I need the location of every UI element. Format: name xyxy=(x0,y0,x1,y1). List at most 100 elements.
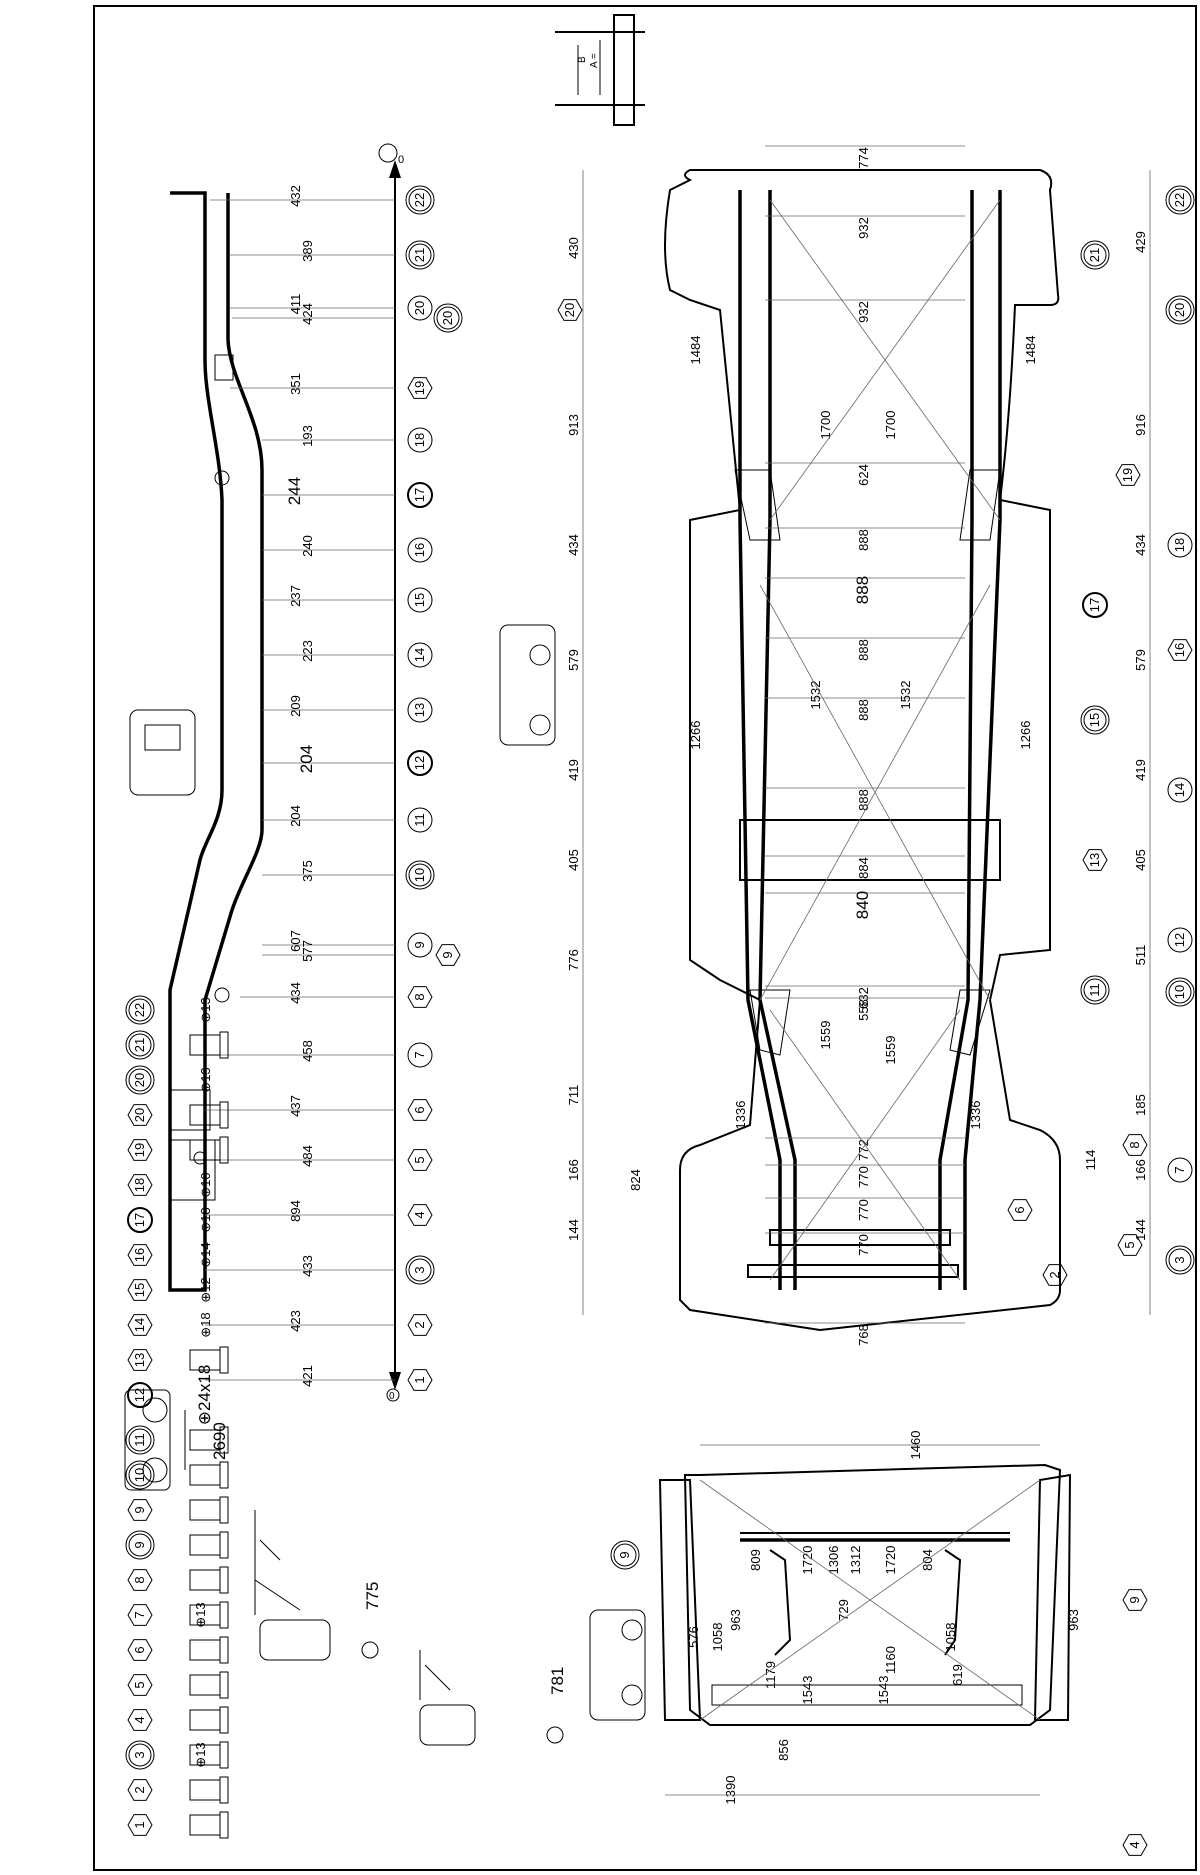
point-label: 16 xyxy=(132,1248,147,1262)
point-circle xyxy=(1167,927,1193,953)
point-ring xyxy=(1080,240,1110,270)
point-circle xyxy=(1167,1157,1193,1183)
side-point-marker: 12 xyxy=(407,750,433,776)
bolt-icon xyxy=(189,1741,229,1769)
top-point-marker: 14 xyxy=(1167,777,1193,803)
legend-point: 7 xyxy=(127,1604,153,1626)
point-label: 18 xyxy=(132,1178,147,1192)
side-point-marker: 15 xyxy=(407,587,433,613)
point-ring xyxy=(125,1460,155,1490)
axis-arrow-top xyxy=(389,160,401,178)
point-hex xyxy=(1082,849,1108,871)
width-value: 932 xyxy=(856,301,871,323)
legend-point: 9 xyxy=(125,1530,155,1560)
point-circle xyxy=(128,1463,152,1487)
side-point-marker: 20 xyxy=(407,295,433,321)
bolt-icon xyxy=(189,1601,229,1629)
car-rear-icon xyxy=(499,624,556,746)
point-label: 17 xyxy=(1087,598,1102,612)
bolt-head xyxy=(219,1566,229,1594)
point-circle xyxy=(408,863,432,887)
point-label: 14 xyxy=(132,1318,147,1332)
diagonal-value: 1484 xyxy=(688,336,703,365)
width-value: 888 xyxy=(856,699,871,721)
side-point-marker: 14 xyxy=(407,642,433,668)
point-label: 9 xyxy=(440,951,455,958)
car-front xyxy=(129,709,196,796)
point-circle xyxy=(1083,243,1107,267)
point-ring xyxy=(1165,977,1195,1007)
legend-point: 6 xyxy=(127,1639,153,1661)
point-circle xyxy=(407,750,433,776)
point-hex xyxy=(127,1349,153,1371)
point-circle xyxy=(407,537,433,563)
point-hex xyxy=(407,1314,433,1336)
lift-drawing-1: 775 xyxy=(254,1510,382,1661)
bolt-shank xyxy=(189,1464,221,1486)
bolt-shank xyxy=(189,1534,221,1556)
point-label: 19 xyxy=(1120,468,1135,482)
front-point-marker: 9 xyxy=(1122,1589,1148,1611)
top-dimensions: 4309134345794194057767111661444299164345… xyxy=(557,145,1195,1346)
bolt-shank xyxy=(189,1499,221,1521)
side-point-marker: 8 xyxy=(407,986,433,1008)
diagonal-value: 1532 xyxy=(898,681,913,710)
top-point-marker: 13 xyxy=(1082,849,1108,871)
lift-base xyxy=(259,1619,331,1661)
point-ring xyxy=(125,1030,155,1060)
right-strut-tower xyxy=(1033,1473,1072,1721)
top-point-marker: 16 xyxy=(1167,639,1193,661)
top-point-marker: 20 xyxy=(1165,295,1195,325)
bolt-head xyxy=(219,1461,229,1489)
right-length: 144 xyxy=(1133,1219,1148,1241)
point-circle xyxy=(1168,1248,1192,1272)
bolt-icon xyxy=(189,1776,229,1804)
point-label: 14 xyxy=(412,648,427,662)
legend-point: 12 xyxy=(127,1382,153,1408)
point-hex xyxy=(127,1674,153,1696)
point-hex xyxy=(127,1814,153,1836)
point-hex xyxy=(407,1099,433,1121)
point-label: 18 xyxy=(1172,538,1187,552)
top-point-marker: 18 xyxy=(1167,532,1193,558)
left-length: 144 xyxy=(566,1219,581,1241)
bolt-head xyxy=(219,1741,229,1769)
point-ring xyxy=(433,303,463,333)
width-value: 888 xyxy=(856,529,871,551)
point-circle xyxy=(1168,188,1192,212)
point-hex xyxy=(1115,464,1141,486)
bolt-icon xyxy=(189,1566,229,1594)
width-value: 624 xyxy=(856,464,871,486)
point-hex xyxy=(1122,1134,1148,1156)
front-dim: 809 xyxy=(748,1549,763,1571)
bolt-icon xyxy=(189,1636,229,1664)
height-value: 389 xyxy=(300,240,315,262)
point-label: 21 xyxy=(132,1038,147,1052)
side-point-marker: 20 xyxy=(433,303,463,333)
point-circle xyxy=(1168,298,1192,322)
point-circle xyxy=(407,482,433,508)
side-point-marker: 21 xyxy=(405,240,435,270)
front-dim: 729 xyxy=(836,1599,851,1621)
point-label: 20 xyxy=(132,1108,147,1122)
legend-point: 5 xyxy=(127,1674,153,1696)
front-dim: 619 xyxy=(950,1664,965,1686)
top-point-marker: 5 xyxy=(1117,1234,1143,1256)
legend-spec: ⊕13 xyxy=(198,997,213,1022)
point-ring xyxy=(125,1740,155,1770)
diagonal-value: 1532 xyxy=(808,681,823,710)
left-length: 430 xyxy=(566,237,581,259)
front-dim: 1306 xyxy=(826,1546,841,1575)
point-circle xyxy=(1168,980,1192,1004)
diagonal-value: 1559 xyxy=(818,1021,833,1050)
front-dim: 1543 xyxy=(876,1676,891,1705)
bolt-head xyxy=(219,1031,229,1059)
bolt-head xyxy=(219,1706,229,1734)
width-value: 774 xyxy=(856,147,871,169)
cross-member xyxy=(747,1264,959,1278)
point-label: 7 xyxy=(412,1051,427,1058)
point-label: 20 xyxy=(562,303,577,317)
bolt-head xyxy=(219,1496,229,1524)
legend-point: 8 xyxy=(127,1569,153,1591)
point-label: 18 xyxy=(412,433,427,447)
